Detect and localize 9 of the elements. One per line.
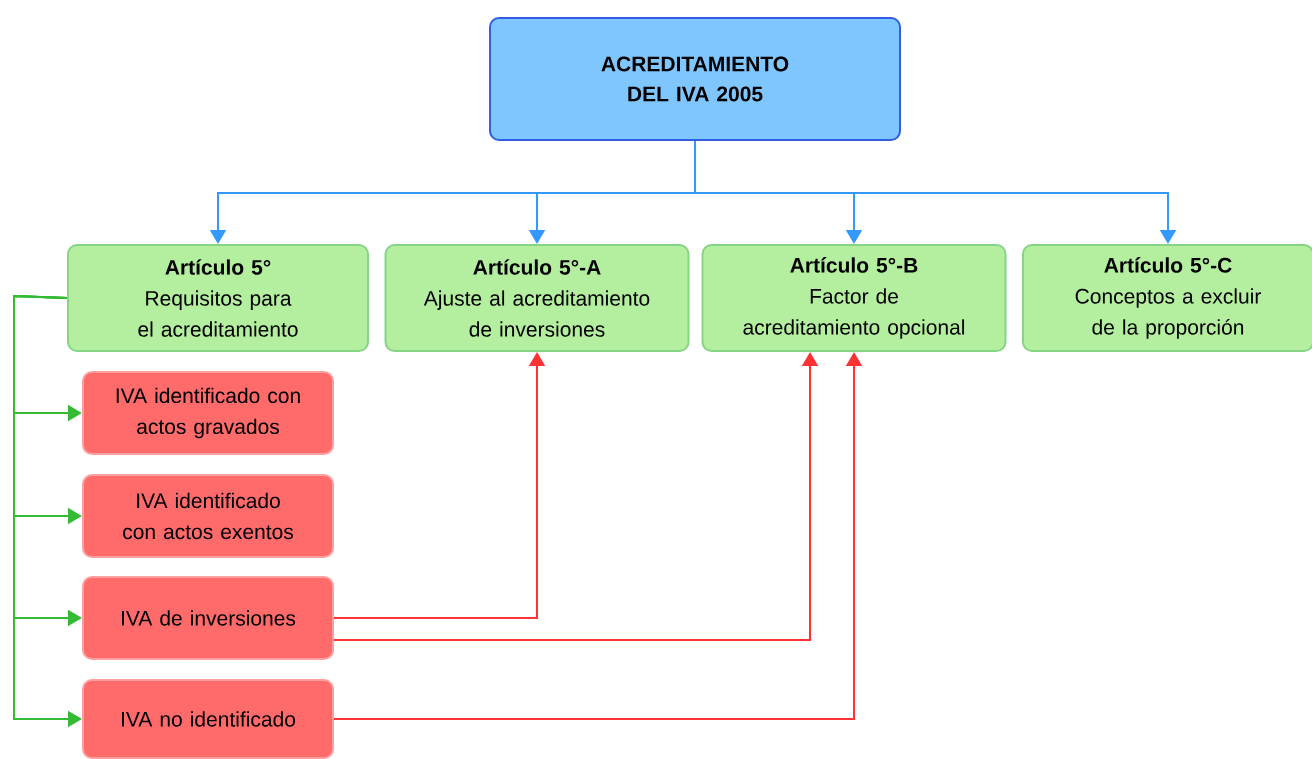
article-box: Artículo 5° Requisitos para el acreditamiento <box>67 244 369 352</box>
article-box: Artículo 5°-C Conceptos a excluir de la proporción <box>1022 244 1312 352</box>
article-box: Artículo 5°-B Factor de acreditamiento opcional <box>701 244 1007 352</box>
article-box: Artículo 5°-A Ajuste al acreditamiento de inversiones <box>384 244 690 352</box>
concept-box: IVA identificado con actos gravados <box>82 371 334 455</box>
title-box: ACREDITAMIENTO DEL IVA 2005 <box>489 17 901 141</box>
concept-box: IVA no identificado <box>82 679 334 759</box>
concept-box: IVA de inversiones <box>82 576 334 660</box>
concept-box: IVA identificado con actos exentos <box>82 474 334 558</box>
